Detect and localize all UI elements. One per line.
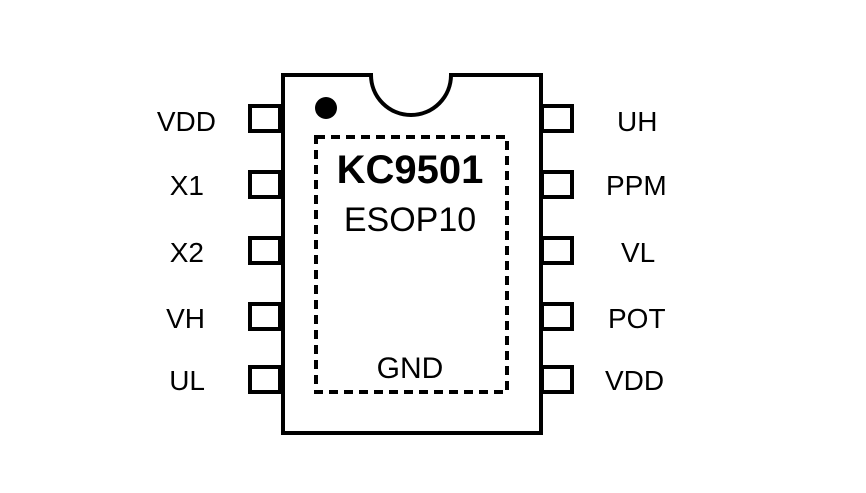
right-pin-5: VDD — [540, 365, 664, 396]
pin-pad — [248, 302, 282, 331]
exposed-pad — [314, 135, 509, 394]
pin-label: PPM — [606, 170, 667, 201]
pin-pad — [540, 365, 574, 394]
pin-pad — [248, 236, 282, 265]
right-pin-4: POT — [540, 302, 666, 334]
right-pin-3: VL — [540, 236, 655, 268]
right-pin-2: PPM — [540, 170, 667, 201]
exposed-pad-label: GND — [377, 352, 444, 385]
pin-label: VDD — [157, 106, 216, 137]
pin-label: UL — [169, 365, 205, 396]
package-name: ESOP10 — [344, 201, 476, 239]
ic-body — [281, 73, 543, 435]
part-name: KC9501 — [337, 148, 484, 192]
pin-pad — [540, 170, 574, 199]
pin-pad — [248, 365, 282, 394]
left-pin-4: VH — [166, 302, 282, 334]
pin1-marker — [315, 97, 337, 119]
pin-pad — [540, 236, 574, 265]
pin-pad — [540, 302, 574, 331]
left-pin-5: UL — [169, 365, 282, 396]
pin-label: VL — [621, 237, 655, 268]
pin-label: VH — [166, 303, 205, 334]
left-pin-2: X1 — [170, 170, 282, 201]
pin-pad — [540, 104, 574, 133]
pin-label: UH — [617, 106, 657, 137]
pin-pad — [248, 104, 282, 133]
right-pin-1: UH — [540, 104, 657, 137]
left-pin-1: VDD — [157, 104, 282, 137]
pin-label: X1 — [170, 170, 204, 201]
pin-label: X2 — [170, 237, 204, 268]
pin-pad — [248, 170, 282, 199]
pin-label: VDD — [605, 365, 664, 396]
pin-label: POT — [608, 303, 666, 334]
left-pin-3: X2 — [170, 236, 282, 268]
